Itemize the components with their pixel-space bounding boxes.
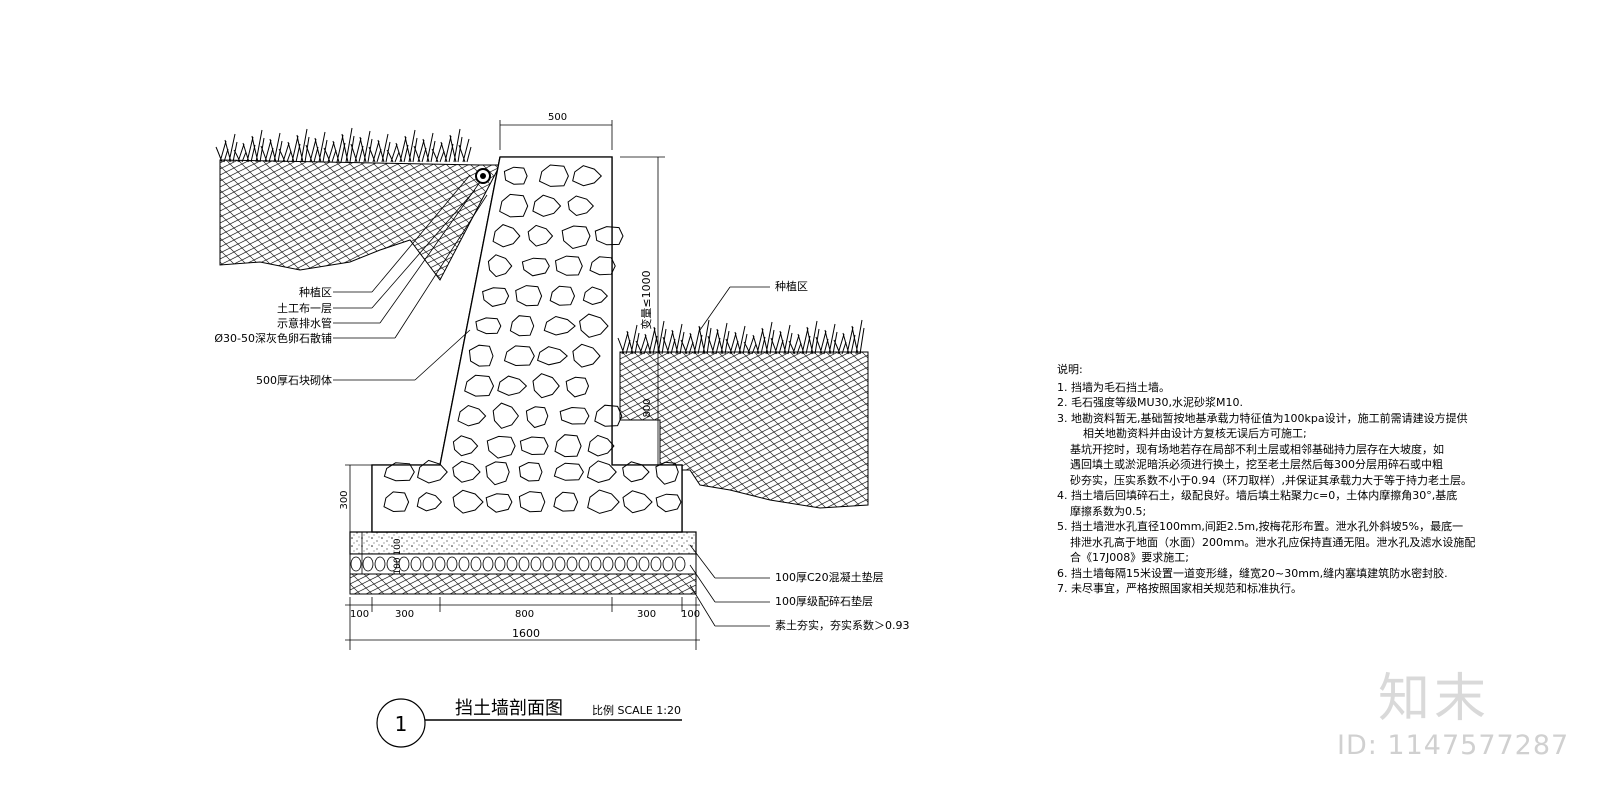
note-line: 基坑开挖时，现有场地若存在局部不利土层或相邻基础持力层存在大坡度，如 [1070, 442, 1444, 456]
leader-lines [333, 174, 770, 627]
dim-total-1600: 1600 [512, 627, 540, 640]
compacted-soil-layer [349, 573, 697, 595]
drawing-number: 1 [395, 712, 408, 736]
label-drain-pipe: 示意排水管 [277, 316, 332, 330]
left-soil-mass [219, 159, 501, 281]
dim-base-800: 800 [515, 609, 534, 620]
dim-base-l100: 100 [350, 609, 369, 620]
label-planting-right: 种植区 [775, 279, 808, 293]
note-line: 2. 毛石强度等级MU30,水泥砂浆M10. [1057, 396, 1244, 409]
dim-height-var: 变量≤1000 [639, 270, 653, 329]
stone-pattern [383, 164, 682, 514]
dimension-lines [345, 120, 700, 650]
drawing-title: 挡土墙剖面图 [455, 698, 563, 719]
note-line: 3. 地勘资料暂无,基础暂按地基承载力特征值为100kpa设计，施工前需请建设方… [1057, 411, 1468, 425]
grass-left [215, 127, 472, 163]
label-geotextile: 土工布一层 [277, 302, 332, 315]
label-gravel-cushion: 100厚级配碎石垫层 [775, 594, 873, 608]
dim-layer-a: 100 [393, 538, 403, 555]
dim-layer-b: 100 [393, 557, 403, 574]
drawing-number-circle [376, 698, 426, 748]
note-line: 6. 挡土墙每隔15米设置一道变形缝，缝宽20~30mm,缝内塞填建筑防水密封胶… [1057, 566, 1448, 580]
note-line: 砂夯实，压实系数不小于0.94（环刀取样）,并保证其承载力大于等于持力老土层。 [1070, 473, 1472, 487]
notes-title: 说明: [1057, 363, 1083, 376]
dim-base-r300: 300 [637, 609, 656, 620]
gravel-pattern [350, 556, 686, 572]
dim-base-l300: 300 [395, 609, 414, 620]
label-concrete-cushion: 100厚C20混凝土垫层 [775, 570, 884, 584]
label-pebbles: Ø30-50深灰色卵石散铺 [214, 331, 332, 345]
grass-right [617, 319, 865, 355]
drawing-scale: 比例 SCALE 1:20 [592, 703, 681, 717]
dim-base-r100: 100 [681, 609, 700, 620]
watermark-id: ID: 1147577287 [1337, 730, 1570, 761]
note-line: 排泄水孔高于地面（水面）200mm。泄水孔应保持直通无阻。泄水孔及滤水设施配 [1070, 535, 1476, 549]
dim-top-width: 500 [548, 112, 567, 123]
note-line: 4. 挡土墙后回填碎石土，级配良好。墙后填土粘聚力c=0，土体内摩擦角30°,基… [1057, 489, 1458, 502]
label-masonry: 500厚石块砌体 [256, 373, 332, 387]
dim-footing: 300 [339, 490, 350, 509]
label-compacted-soil: 素土夯实，夯实系数＞0.93 [775, 618, 910, 632]
note-line: 5. 挡土墙泄水孔直径100mm,间距2.5m,按梅花形布置。泄水孔外斜坡5%，… [1057, 520, 1464, 533]
note-line: 7. 未尽事宜，严格按照国家相关规范和标准执行。 [1057, 582, 1302, 595]
note-line: 1. 挡墙为毛石挡土墙。 [1057, 380, 1170, 394]
note-line: 摩擦系数为0.5; [1070, 504, 1147, 518]
note-line: 遇回填土或淤泥暗浜必须进行换土，挖至老土层然后每300分层用碎石或中粗 [1070, 458, 1443, 471]
watermark-logo: 知末 [1378, 669, 1491, 729]
note-line: 合《17J008》要求施工; [1070, 551, 1189, 564]
notes-panel: 说明: 1. 挡墙为毛石挡土墙。 2. 毛石强度等级MU30,水泥砂浆M10. … [1057, 362, 1537, 597]
label-planting-left: 种植区 [299, 285, 332, 299]
note-line: 相关地勘资料并由设计方复核无误后方可施工; [1083, 427, 1307, 440]
dim-embed: 800 [642, 398, 653, 417]
